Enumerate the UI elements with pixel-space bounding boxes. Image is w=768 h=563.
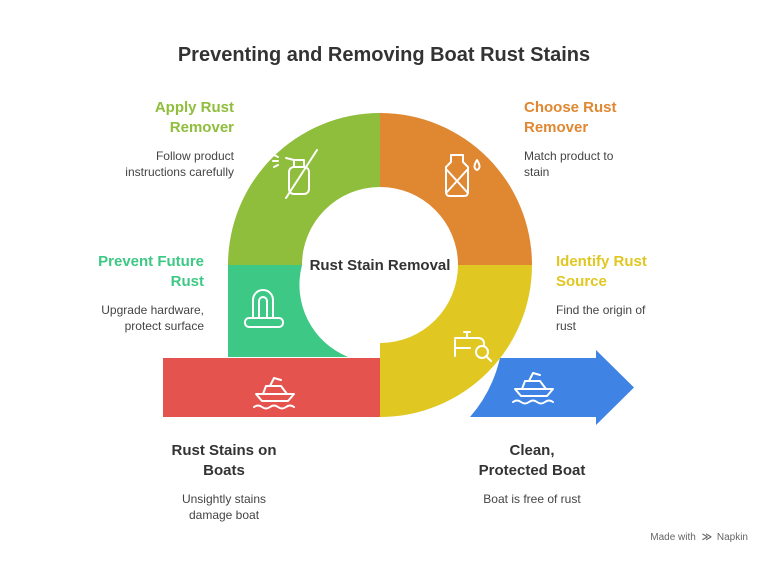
step-desc-choose-line2: stain (524, 165, 550, 179)
step-title-choose-line1: Choose Rust (524, 99, 617, 116)
start-title: Rust Stains on Boats (124, 441, 324, 481)
magnet-icon (244, 289, 284, 328)
step-title-identify-line1: Identify Rust (556, 253, 647, 270)
end-title: Clean, Protected Boat (432, 441, 632, 481)
page-title: Preventing and Removing Boat Rust Stains (177, 44, 591, 66)
step-title-choose: Choose Rust Remover (524, 98, 617, 138)
step-desc-choose-line1: Match product to (524, 149, 614, 163)
napkin-logo-icon: ≫ (701, 532, 713, 543)
step-desc-prevent-line2: protect surface (124, 319, 204, 333)
segment-start (163, 358, 380, 417)
segment-apply (228, 113, 380, 265)
step-title-choose-line2: Remover (524, 119, 589, 136)
center-label: Rust Stain Removal (309, 257, 451, 274)
step-desc-prevent-line1: Upgrade hardware, (101, 303, 204, 317)
start-title-line1: Rust Stains on (171, 442, 277, 459)
step-title-apply-line2: Remover (169, 119, 234, 136)
step-desc-apply-line2: instructions carefully (125, 165, 234, 179)
step-title-prevent: Prevent Future Rust (98, 252, 204, 292)
boat-icon-end (512, 372, 554, 405)
footer-brand: Napkin (716, 532, 748, 543)
segment-choose (380, 113, 532, 265)
step-desc-apply: Follow product instructions carefully (125, 148, 234, 180)
step-title-identify-line2: Source (556, 273, 607, 290)
footer-credit: Made with ≫ Napkin (650, 532, 748, 543)
step-desc-prevent: Upgrade hardware, protect surface (101, 302, 204, 334)
step-title-identify: Identify Rust Source (556, 252, 647, 292)
footer-prefix: Made with (650, 532, 696, 543)
step-desc-identify-line1: Find the origin of (556, 303, 646, 317)
spray-bottle-icon (272, 149, 318, 199)
start-desc-line1: Unsightly stains (181, 492, 267, 506)
end-title-line1: Clean, (509, 442, 555, 459)
step-title-prevent-line1: Prevent Future (98, 253, 204, 270)
step-desc-identify-line2: rust (556, 319, 577, 333)
start-title-line2: Boats (203, 462, 245, 479)
start-desc-line2: damage boat (188, 508, 260, 522)
start-desc: Unsightly stains damage boat (124, 491, 324, 523)
end-desc-line1: Boat is free of rust (483, 492, 581, 506)
end-title-line2: Protected Boat (478, 462, 586, 479)
product-bottle-icon (445, 154, 481, 197)
step-title-prevent-line2: Rust (170, 273, 204, 290)
step-title-apply-line1: Apply Rust (154, 99, 234, 116)
step-desc-identify: Find the origin of rust (556, 302, 645, 334)
faucet-search-icon (454, 331, 492, 362)
step-title-apply: Apply Rust Remover (155, 98, 234, 138)
segment-end (470, 350, 634, 425)
end-desc: Boat is free of rust (432, 491, 632, 507)
step-desc-choose: Match product to stain (524, 148, 613, 180)
step-desc-apply-line1: Follow product (155, 149, 234, 163)
boat-icon (253, 377, 295, 410)
segment-prevent (228, 265, 348, 357)
